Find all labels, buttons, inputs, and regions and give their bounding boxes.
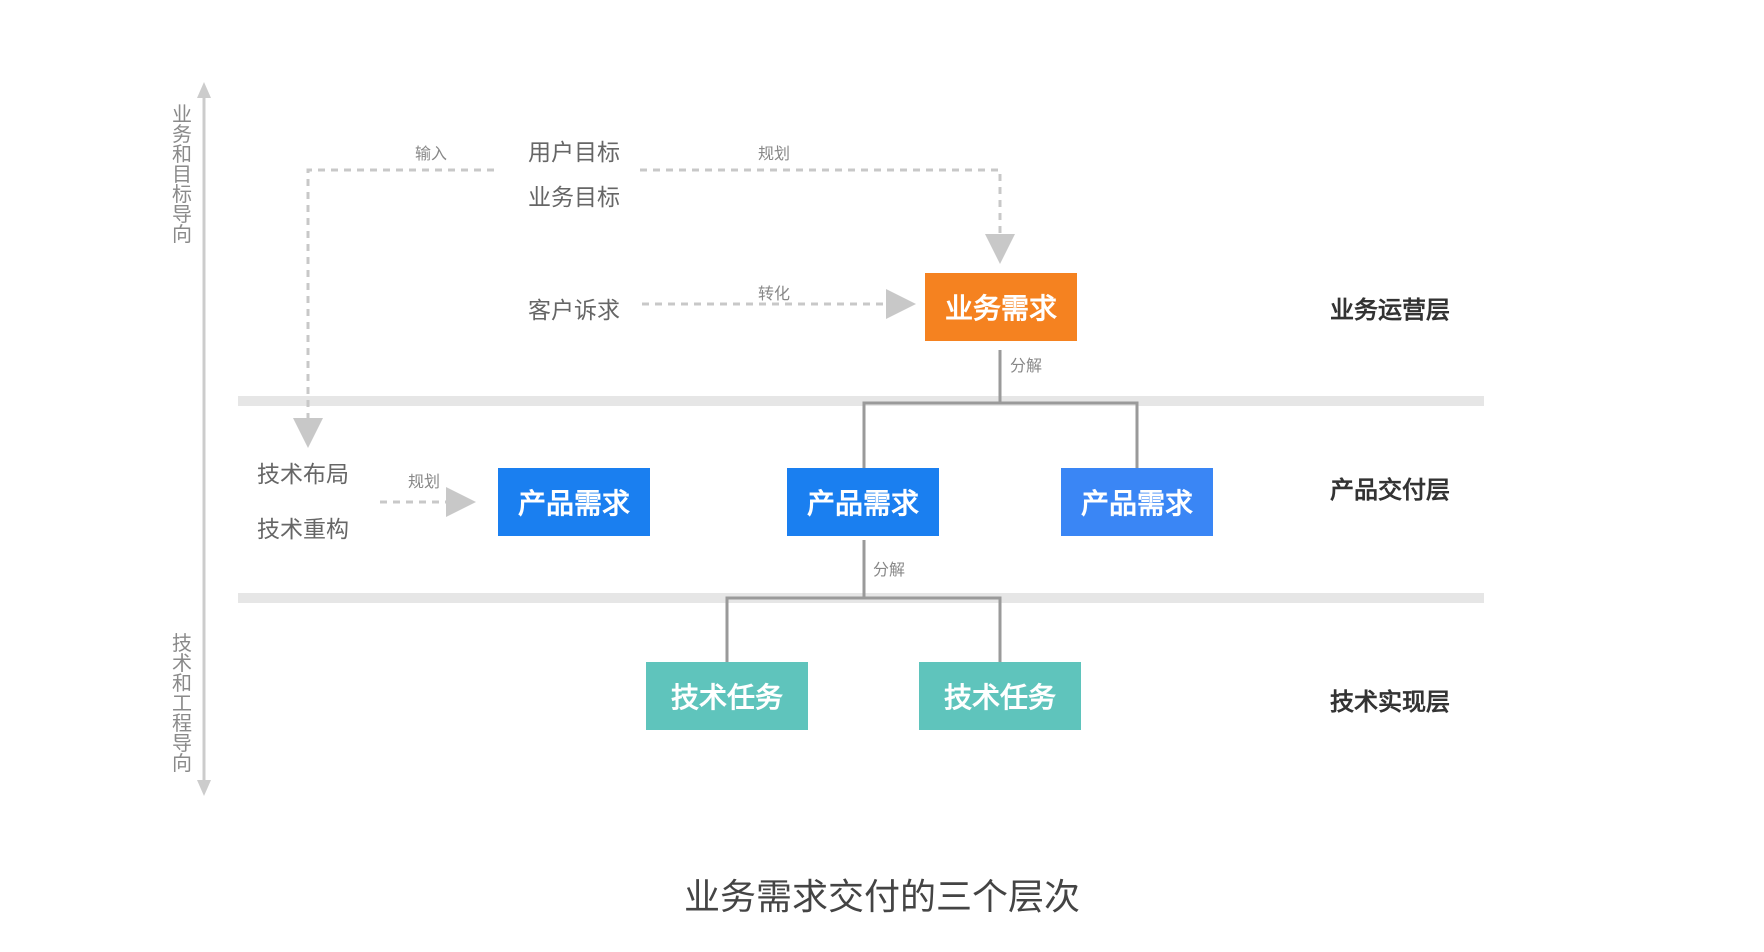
edge-label-input: 输入: [415, 144, 448, 163]
product-requirement-node-3: 产品需求: [1061, 468, 1213, 536]
product-requirement-node-1: 产品需求: [498, 468, 650, 536]
divider-upper: [238, 396, 1484, 406]
user-goal-label: 用户目标: [528, 140, 620, 166]
tech-refactor-label: 技术重构: [257, 517, 349, 543]
edge-label-decompose-1: 分解: [1010, 356, 1043, 375]
diagram-caption: 业务需求交付的三个层次: [683, 877, 1080, 918]
product-requirement-node-2: 产品需求: [787, 468, 939, 536]
tech-task-node-2: 技术任务: [919, 662, 1081, 730]
layer-label-operations: 业务运营层: [1330, 296, 1450, 324]
layer-label-implementation: 技术实现层: [1330, 688, 1450, 716]
edge-label-plan-left: 规划: [408, 472, 441, 491]
input-dashed-path: [293, 168, 494, 448]
layer-label-delivery: 产品交付层: [1330, 476, 1450, 504]
axis-bottom-label: 技术和工程导向: [172, 631, 192, 775]
axis-arrow-down-icon: [197, 780, 211, 796]
edge-label-decompose-2: 分解: [873, 560, 906, 579]
axis-arrow-up-icon: [197, 82, 211, 98]
business-requirement-node: 业务需求: [925, 273, 1077, 341]
decompose-tree-2b: [864, 596, 1002, 662]
business-goal-label: 业务目标: [528, 185, 620, 211]
tech-task-node-1: 技术任务: [646, 662, 808, 730]
edge-label-plan-top: 规划: [758, 144, 791, 163]
decompose-tree-2: [725, 540, 866, 662]
axis-top-label: 业务和目标导向: [172, 102, 192, 246]
tech-layout-label: 技术布局: [257, 462, 349, 488]
customer-appeal-label: 客户诉求: [528, 298, 620, 324]
plan-dashed-path: [640, 168, 1015, 264]
decompose-tree-1: [862, 350, 1002, 468]
decompose-tree-1b: [1000, 401, 1139, 468]
edge-label-transform: 转化: [758, 284, 791, 303]
